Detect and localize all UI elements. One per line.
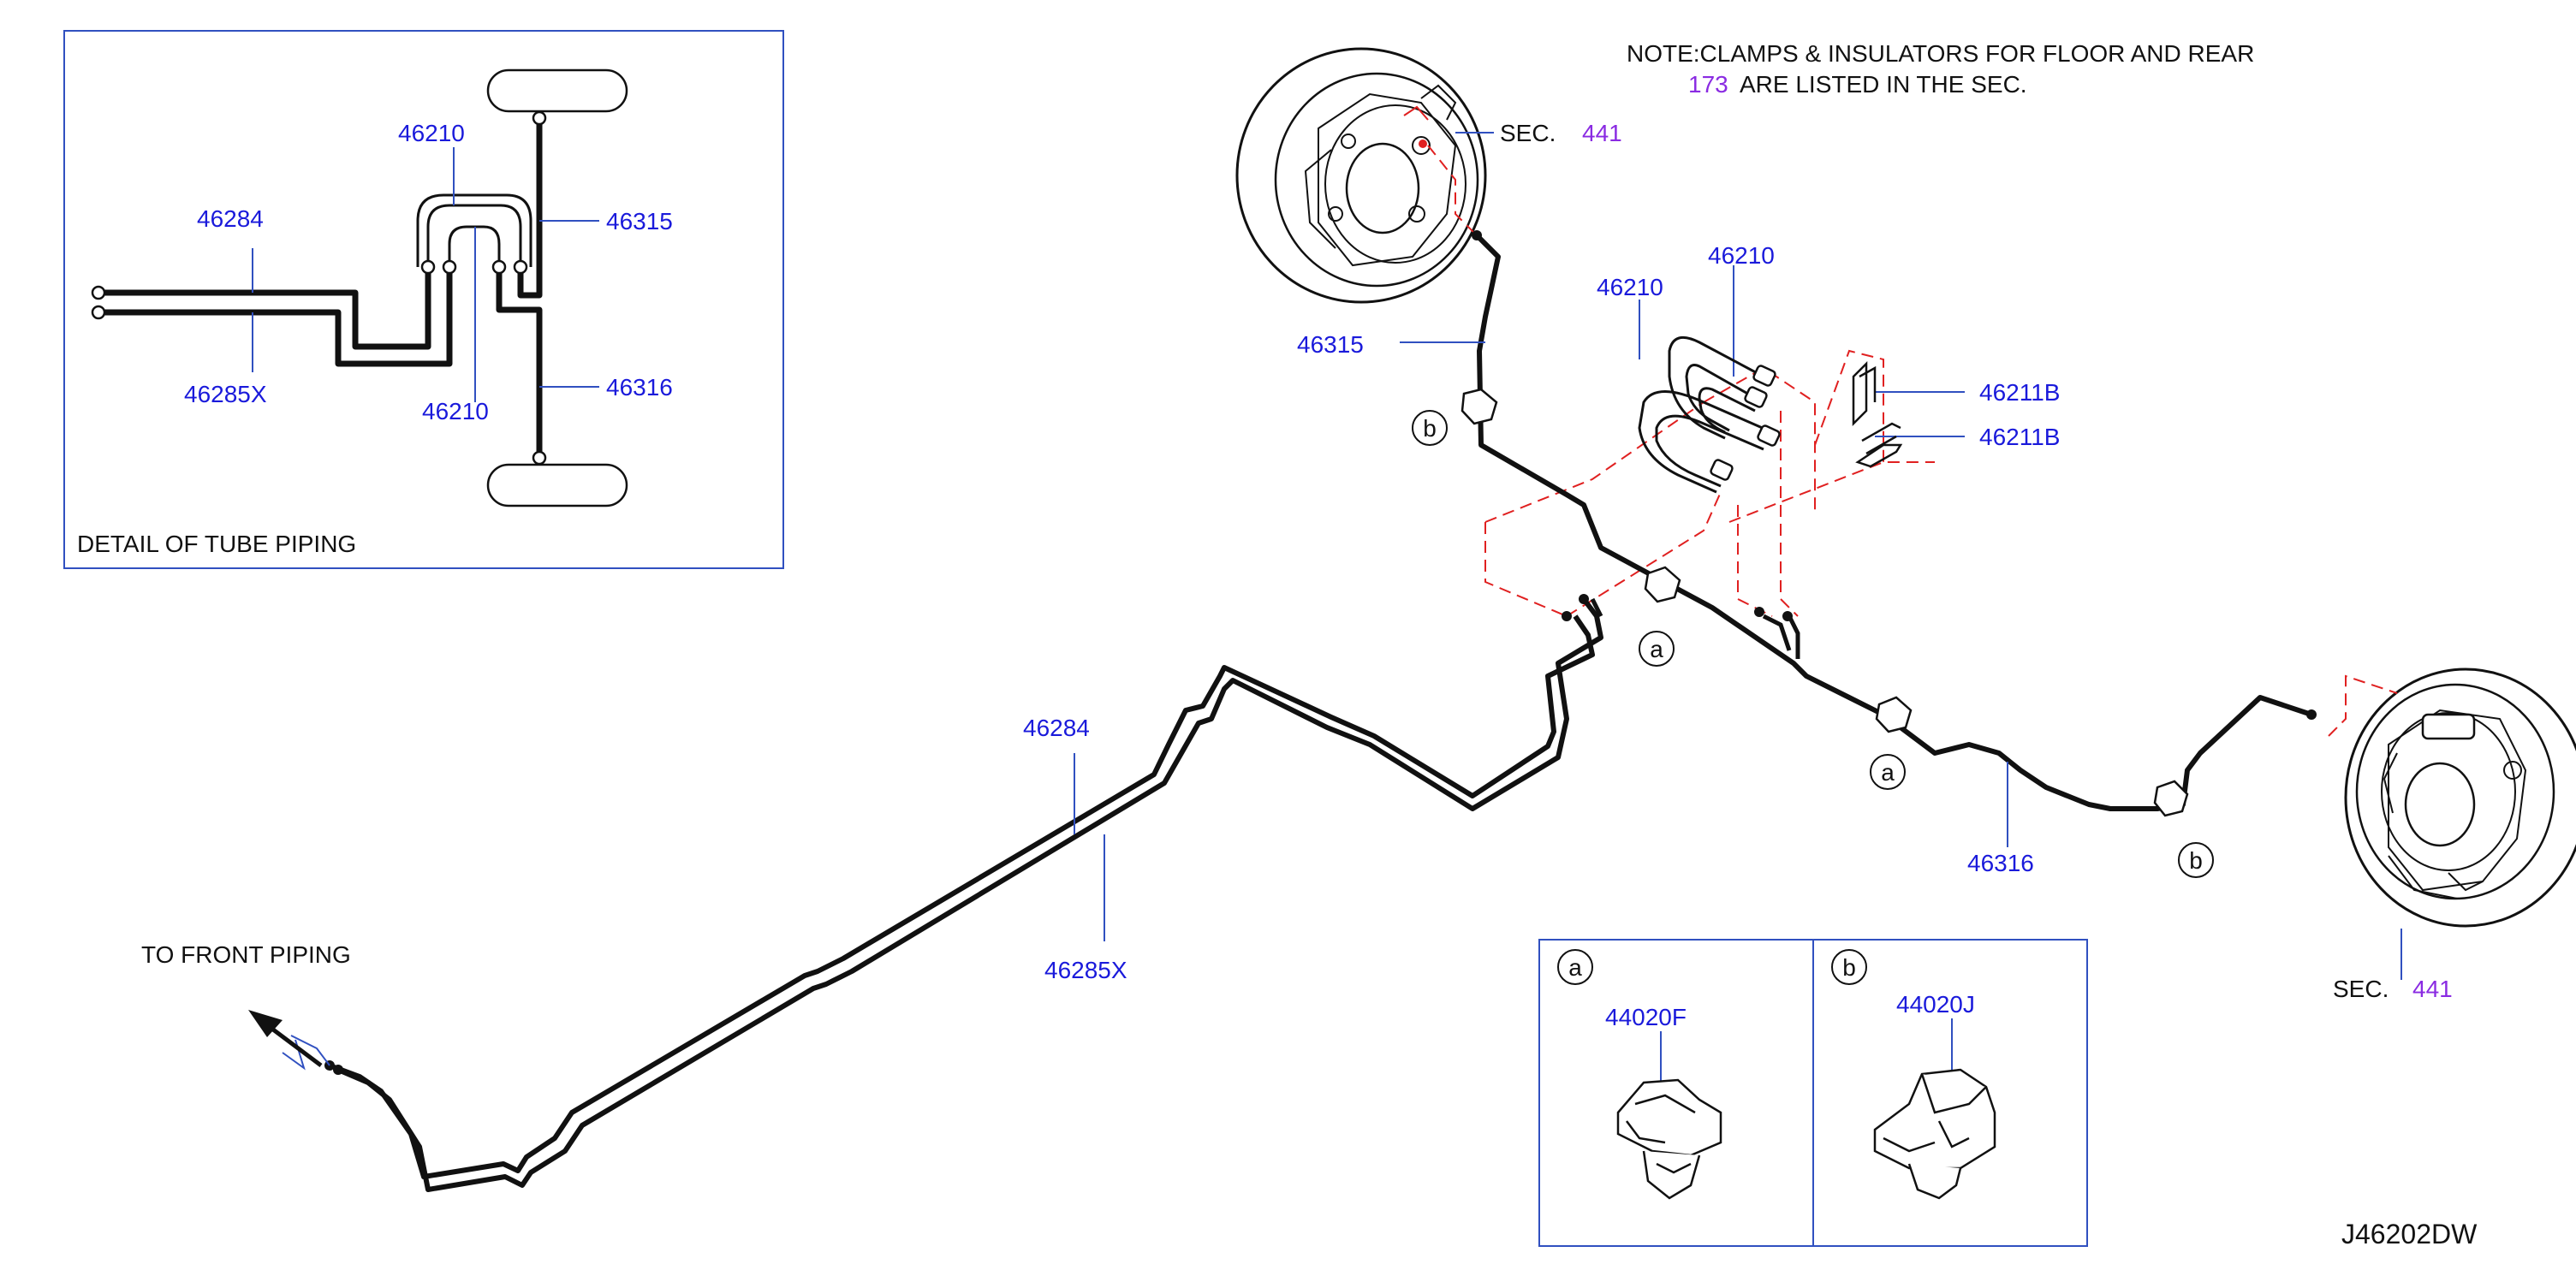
callout-a-1: a bbox=[1639, 631, 1675, 667]
wheel-cylinder-icon-bottom bbox=[486, 463, 628, 507]
flare-nut-dots bbox=[324, 230, 2317, 1075]
sec-441-top: 441 bbox=[1582, 120, 1622, 146]
brake-backing-plate-right-icon bbox=[2344, 668, 2576, 928]
clip-tag-a bbox=[1557, 949, 1593, 985]
main-leaders bbox=[282, 265, 2008, 1071]
svg-text:b: b bbox=[2189, 847, 2203, 874]
label-46211b-1: 46211B bbox=[1979, 379, 2060, 406]
svg-text:a: a bbox=[1881, 759, 1895, 786]
detail-of-tube-piping-box: 46210 46284 46315 46285X 46210 46316 DET… bbox=[63, 30, 784, 569]
svg-text:a: a bbox=[1650, 636, 1663, 662]
clip-detail-box: a b 44020F 44020J bbox=[1538, 939, 2088, 1247]
label-44020f: 44020F bbox=[1605, 1004, 1687, 1030]
arrow-shaft bbox=[268, 1025, 323, 1067]
note-sec-number: 173 bbox=[1688, 71, 1728, 98]
to-front-piping-label: TO FRONT PIPING bbox=[141, 941, 351, 968]
label-46211b-2: 46211B bbox=[1979, 424, 2060, 450]
insulator-46211b-icons bbox=[1852, 360, 1903, 468]
sec-441-bottom: 441 bbox=[2412, 976, 2453, 1002]
sec-prefix-bottom: SEC. bbox=[2333, 976, 2389, 1002]
label-46210-b: 46210 bbox=[1597, 274, 1663, 300]
detail-caption: DETAIL OF TUBE PIPING bbox=[77, 531, 356, 557]
to-front-arrow-icon bbox=[248, 1010, 283, 1037]
clip-44020j-icon bbox=[1873, 1068, 1996, 1200]
label-46285x: 46285X bbox=[1044, 957, 1127, 983]
detail-tubes bbox=[98, 118, 543, 458]
svg-text:b: b bbox=[1423, 415, 1437, 442]
label-46210-a: 46210 bbox=[1708, 242, 1775, 269]
callout-a-2: a bbox=[1870, 754, 1906, 790]
detail-label-46210-bottom: 46210 bbox=[422, 398, 489, 424]
tube-stub-2 bbox=[1787, 614, 1800, 659]
brake-backing-plate-left-icon bbox=[1235, 47, 1487, 304]
diagram-code: J46202DW bbox=[2341, 1219, 2478, 1249]
label-46316: 46316 bbox=[1967, 850, 2034, 876]
clip-44020f-icon bbox=[1616, 1078, 1722, 1200]
label-46315: 46315 bbox=[1297, 331, 1364, 358]
u-loops-46210 bbox=[1638, 335, 1773, 494]
tube-46284-46285x bbox=[328, 597, 1603, 1192]
detail-label-46284: 46284 bbox=[197, 205, 264, 232]
detail-label-46210-top: 46210 bbox=[398, 120, 465, 146]
detail-leaders bbox=[252, 147, 599, 402]
phantom-lines bbox=[1427, 145, 2398, 737]
detail-label-46315: 46315 bbox=[606, 208, 673, 234]
wheel-cylinder-icon-top bbox=[486, 68, 628, 113]
detail-connectors bbox=[91, 110, 547, 466]
callout-b-bottom: b bbox=[2178, 842, 2214, 878]
note-line-1: NOTE:CLAMPS & INSULATORS FOR FLOOR AND R… bbox=[1627, 40, 2254, 67]
sec-prefix-top: SEC. bbox=[1500, 120, 1556, 146]
tube-clamps bbox=[1461, 388, 2189, 817]
label-46284: 46284 bbox=[1023, 715, 1090, 741]
note-line-2: ARE LISTED IN THE SEC. bbox=[1740, 71, 2027, 98]
detail-label-46316: 46316 bbox=[606, 374, 673, 401]
svg-text:a: a bbox=[1568, 954, 1582, 981]
tube-stub-1 bbox=[1762, 614, 1792, 651]
clip-tag-b bbox=[1831, 949, 1867, 985]
callout-b-top: b bbox=[1412, 410, 1448, 446]
detail-label-46285x: 46285X bbox=[184, 381, 267, 407]
label-44020j: 44020J bbox=[1896, 991, 1975, 1018]
svg-text:b: b bbox=[1842, 954, 1856, 981]
u-loop-fittings bbox=[1710, 365, 1781, 481]
